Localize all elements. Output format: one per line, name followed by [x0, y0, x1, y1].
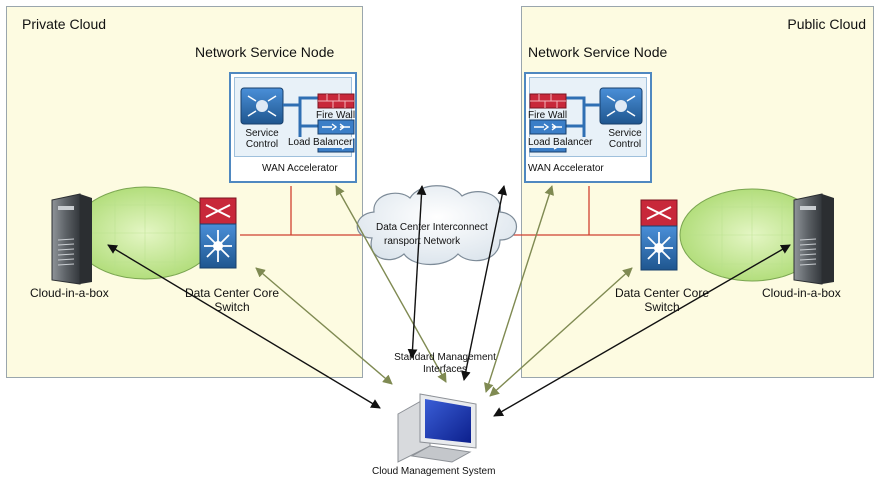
private-cloud-box-label: Cloud-in-a-box [30, 286, 109, 300]
firewall-icon [317, 93, 355, 109]
server-icon [793, 193, 834, 285]
router-icon [240, 87, 284, 125]
firewall-label: Fire Wall [316, 110, 356, 121]
computer-icon [397, 393, 477, 463]
public-core-switch-label: Data Center Core Switch [614, 286, 710, 314]
firewall-icon [529, 93, 567, 109]
router-icon [599, 87, 643, 125]
public-node-title: Network Service Node [528, 44, 668, 60]
private-core-switch-label: Data Center Core Switch [184, 286, 280, 314]
server-icon [51, 193, 92, 285]
load-balancer-label: Load Balancer [288, 137, 353, 148]
private-node-title: Network Service Node [195, 44, 335, 60]
interconnect-line1: Data Center Interconnect [376, 222, 488, 233]
load-balancer-icon [317, 119, 355, 135]
public-cloud-box-label: Cloud-in-a-box [762, 286, 841, 300]
load-balancer-label: Load Balancer [528, 137, 593, 148]
service-control-label: Service Control [245, 128, 279, 150]
load-balancer-icon [529, 119, 567, 135]
wan-accelerator-label: WAN Accelerator [262, 163, 338, 174]
interconnect-line2: ransport Network [384, 236, 461, 247]
management-interfaces-label: Standard Management Interfaces [394, 352, 496, 375]
service-control-label: Service Control [608, 128, 642, 150]
private-cloud-title: Private Cloud [22, 16, 107, 32]
firewall-label: Fire Wall [528, 110, 568, 121]
cloud-management-system-label: Cloud Management System [372, 466, 496, 477]
wan-accelerator-label: WAN Accelerator [528, 163, 604, 174]
public-cloud-title: Public Cloud [787, 16, 866, 32]
management-arrows [107, 185, 791, 417]
